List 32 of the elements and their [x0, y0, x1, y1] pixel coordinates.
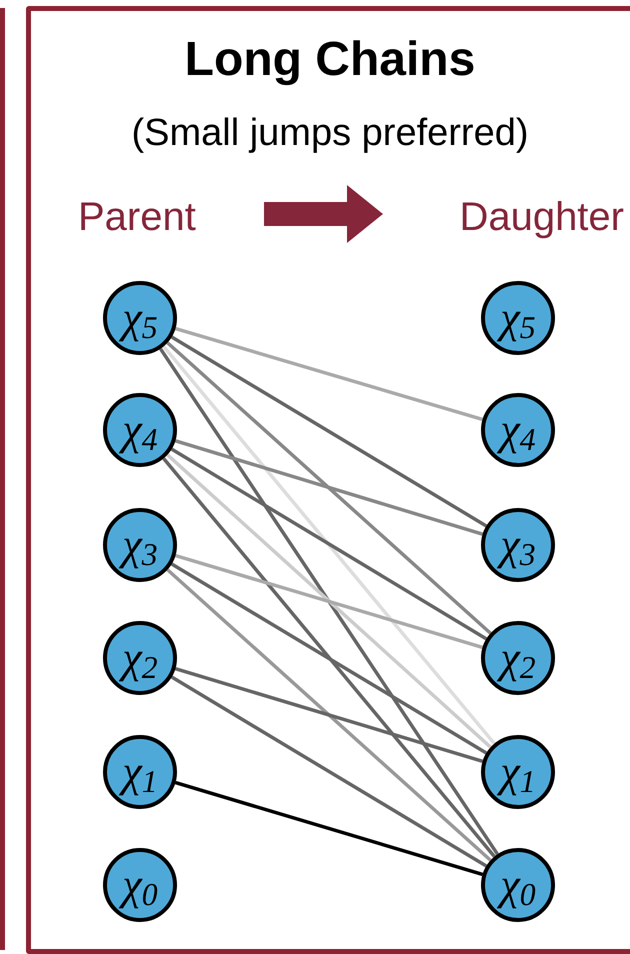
connector-line	[170, 676, 488, 868]
state-circle: χ$_{1}$	[103, 735, 177, 809]
connector-line	[170, 448, 488, 640]
connector-line	[170, 336, 488, 528]
state-circle: χ$_{2}$	[103, 621, 177, 695]
title: Long Chains	[184, 32, 476, 88]
state-circle: χ$_{4}$	[481, 393, 555, 467]
connector-line	[162, 345, 496, 745]
state-circle: χ$_{3}$	[103, 508, 177, 582]
state-circle: χ$_{5}$	[481, 281, 555, 355]
connector-line	[166, 454, 492, 748]
connector-line	[174, 326, 484, 422]
state-circle: χ$_{0}$	[103, 848, 177, 922]
column-heading: Daughter	[384, 192, 624, 242]
connector-line	[174, 780, 484, 876]
connector-line	[166, 568, 492, 862]
state-circle: χ$_{3}$	[481, 508, 555, 582]
block-arrow	[264, 185, 383, 243]
connector-line	[174, 667, 484, 763]
connector-line	[170, 562, 488, 754]
connector-line	[166, 341, 492, 635]
connector-line	[162, 457, 496, 858]
subtitle: (Small jumps preferred)	[130, 111, 530, 156]
column-heading: Parent	[78, 192, 264, 242]
state-circle: χ$_{5}$	[103, 281, 177, 355]
state-circle: χ$_{1}$	[481, 735, 555, 809]
connector-line	[174, 439, 484, 536]
connector-line	[159, 348, 499, 856]
connector-line	[174, 554, 484, 650]
state-circle: χ$_{4}$	[103, 393, 177, 467]
state-circle: χ$_{2}$	[481, 621, 555, 695]
state-circle: χ$_{0}$	[481, 848, 555, 922]
